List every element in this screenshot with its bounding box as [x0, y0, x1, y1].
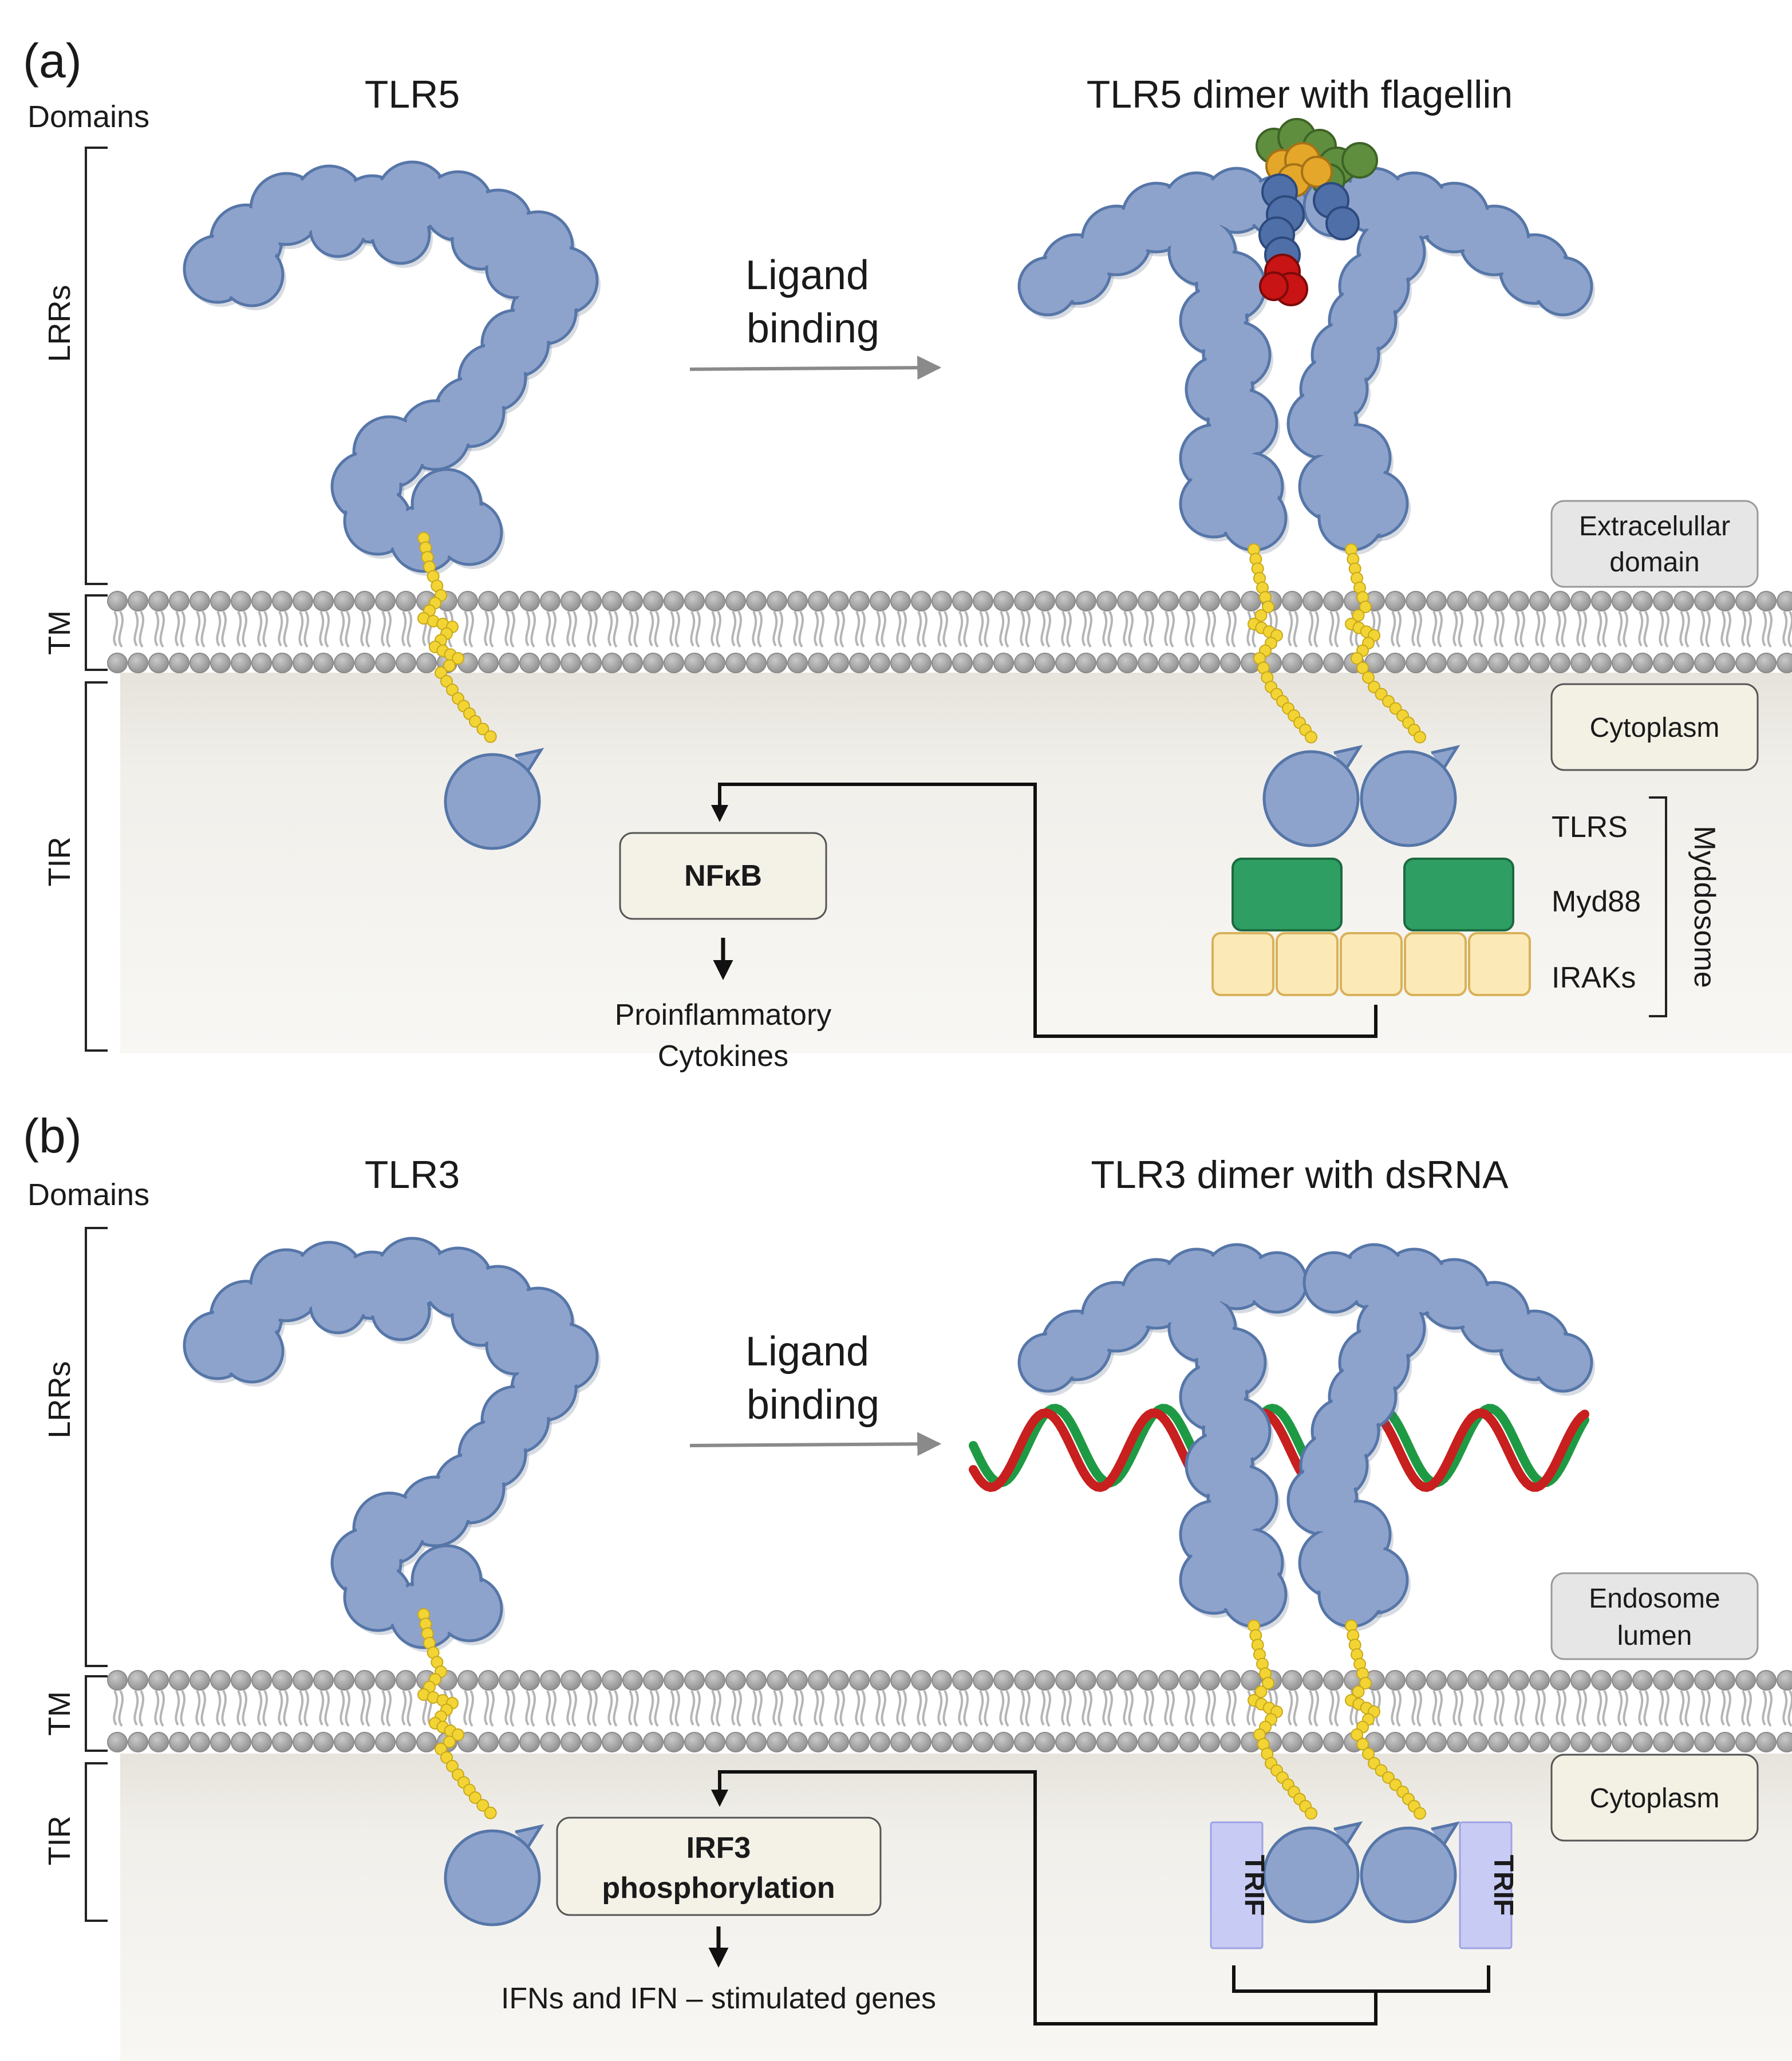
trif-bracket-line — [1232, 1965, 1490, 1993]
linker-chain — [1248, 543, 1317, 744]
extracellular-domain-label-line1: Extracelullar — [1579, 511, 1730, 542]
tir-bracket-a — [85, 681, 108, 1052]
extracellular-domain-box — [1550, 500, 1759, 588]
tlr3-monomer — [183, 1237, 601, 1926]
tm-bracket-b — [85, 1675, 108, 1752]
stack-label-irak: IRAKs — [1552, 961, 1636, 994]
cytoplasm-region-b — [120, 1754, 1792, 2061]
tlr5-title: TLR5 — [365, 73, 460, 116]
myddosome-bracket — [1649, 796, 1667, 1017]
tlr3-dimer — [1017, 1243, 1595, 1924]
cytoplasm-box-a — [1550, 683, 1759, 771]
stack-label-tlrs: TLRS — [1552, 811, 1628, 844]
nfkb-label: NFκB — [684, 859, 762, 893]
tlr5-dimer-title: TLR5 dimer with flagellin — [1087, 73, 1513, 116]
ligand-binding-label-b-line1: Ligand — [745, 1329, 869, 1375]
ligand-binding-label-a-line1: Ligand — [745, 252, 869, 298]
stack-label-myd88: Myd88 — [1552, 885, 1641, 918]
linker-chain — [1345, 1620, 1426, 1820]
endosome-lumen-label-line2: lumen — [1617, 1621, 1692, 1651]
cytokines-label-line1: Proinflammatory — [615, 998, 832, 1032]
ligand-binding-arrow-a — [689, 356, 942, 380]
ligand-binding-label-a-line2: binding — [747, 306, 879, 352]
tir-label-a: TIR — [42, 837, 77, 887]
trif-adaptor-right — [1459, 1821, 1513, 1949]
dsrna-ligand — [969, 1403, 1589, 1493]
tir-label-b: TIR — [42, 1816, 77, 1866]
tlr3-dimer-title: TLR3 dimer with dsRNA — [1091, 1153, 1509, 1197]
trif-adaptor-left — [1210, 1821, 1264, 1949]
feedback-line-a — [711, 783, 1377, 1038]
linker-chain — [1248, 1620, 1317, 1820]
lrrs-label-a: LRRs — [42, 285, 77, 362]
irak-blocks — [1211, 932, 1531, 996]
domains-label-a: Domains — [27, 100, 149, 134]
cytoplasm-label-b: Cytoplasm — [1590, 1783, 1720, 1814]
cytoplasm-box-b — [1550, 1754, 1759, 1842]
linker-chain — [417, 532, 497, 743]
irf3-label-line1: IRF3 — [686, 1831, 751, 1865]
cytoplasm-region-a — [120, 673, 1792, 1053]
tm-bracket-a — [85, 594, 108, 671]
panel-b-label: (b) — [23, 1109, 82, 1163]
domains-label-b: Domains — [27, 1178, 149, 1212]
flagellin-ligand — [1256, 118, 1378, 306]
trif-label-left: TRIF — [1239, 1855, 1269, 1916]
endosome-lumen-label-line1: Endosome — [1589, 1584, 1720, 1614]
lrrs-label-b: LRRs — [42, 1361, 77, 1438]
tm-label-b: TM — [42, 1691, 77, 1736]
tlr3-title: TLR3 — [365, 1153, 460, 1197]
cytokines-label-line2: Cytokines — [658, 1040, 788, 1073]
trif-label-right: TRIF — [1488, 1855, 1518, 1916]
extracellular-domain-label-line2: domain — [1609, 547, 1699, 578]
myddosome-label: Myddosome — [1688, 826, 1721, 988]
endosome-lumen-box — [1550, 1572, 1759, 1660]
ligand-binding-arrow-b — [689, 1432, 942, 1456]
feedback-line-b — [711, 1770, 1377, 2026]
tlr5-monomer — [183, 160, 601, 850]
myd88-block-left — [1231, 858, 1343, 931]
tlr5-dimer — [1017, 167, 1595, 847]
linker-chain — [417, 1608, 497, 1819]
linker-chain — [1345, 543, 1426, 744]
tm-label-a: TM — [42, 610, 77, 655]
panel-b: (b) Domains TLR3 TLR3 dimer with dsRNA L… — [23, 1109, 1792, 2061]
irf3-box — [556, 1817, 882, 1916]
ifn-genes-label: IFNs and IFN – stimulated genes — [501, 1982, 936, 2015]
membrane-b — [107, 1670, 1792, 1752]
ligand-binding-label-b-line2: binding — [747, 1382, 879, 1428]
membrane-a — [107, 591, 1792, 673]
cytoplasm-label-a: Cytoplasm — [1590, 713, 1720, 743]
lrrs-bracket-b — [85, 1227, 108, 1667]
tir-bracket-b — [85, 1762, 108, 1922]
nfkb-box — [619, 832, 827, 920]
panel-a: (a) Domains TLR5 TLR5 dimer with flagell… — [23, 34, 1792, 1073]
lrrs-bracket-a — [85, 147, 108, 585]
myd88-block-right — [1403, 858, 1514, 931]
irf3-label-line2: phosphorylation — [602, 1872, 835, 1905]
panel-a-label: (a) — [23, 34, 82, 88]
